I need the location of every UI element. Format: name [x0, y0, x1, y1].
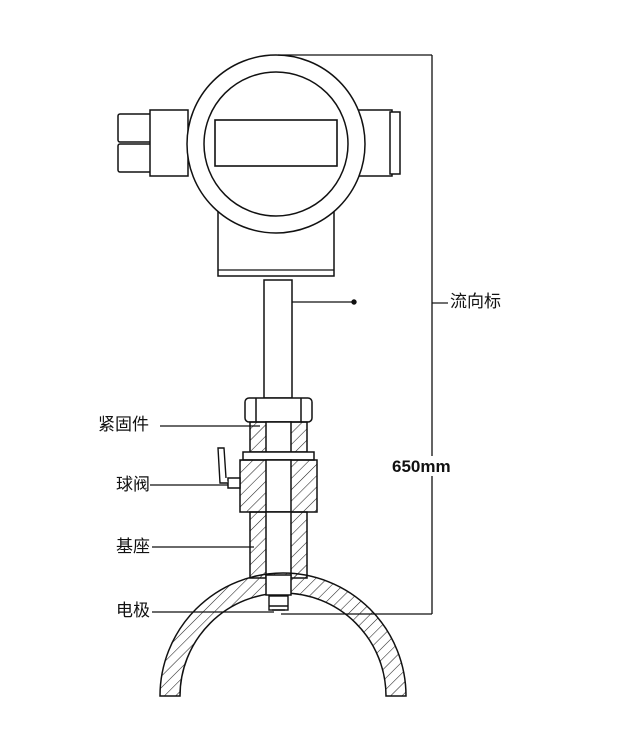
converter-head [117, 54, 401, 277]
fastener [244, 397, 313, 453]
electrode-label: 电极 [116, 601, 150, 621]
ball-valve-label: 球阀 [116, 475, 150, 495]
base-seat [249, 511, 308, 579]
ball-valve [217, 447, 318, 513]
flow-mark-pointer [292, 299, 357, 305]
dimension-line [278, 54, 433, 615]
left-gland-body [149, 109, 189, 177]
fastener-label: 紧固件 [98, 415, 149, 435]
right-gland-cap [389, 111, 401, 175]
leader-lines [150, 302, 448, 613]
length-dimension-label: 650mm [392, 457, 451, 476]
valve-handle [217, 447, 228, 484]
base-label: 基座 [116, 537, 150, 557]
display-window [214, 119, 338, 167]
sensor-stem [263, 279, 293, 399]
electrode [268, 595, 289, 611]
pipe-section [159, 572, 407, 697]
flow-mark-label: 流向标 [450, 292, 501, 312]
